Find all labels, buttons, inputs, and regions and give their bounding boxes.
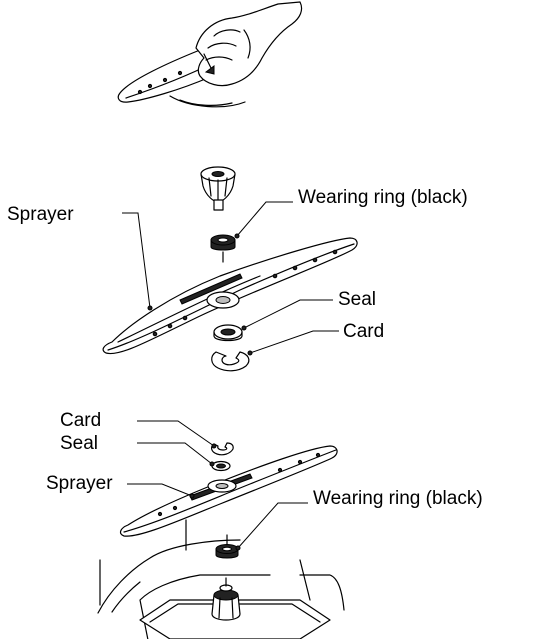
installed-seal	[212, 462, 230, 471]
sprayer-nut	[201, 167, 235, 210]
seal	[214, 325, 242, 341]
label-wearing-ring: Wearing ring (black)	[298, 188, 468, 207]
figure-installed-assembly	[98, 421, 344, 639]
label-seal: Seal	[338, 290, 376, 309]
label-sprayer: Sprayer	[7, 205, 74, 224]
label-card: Card	[343, 322, 384, 341]
leader-sprayer	[122, 213, 150, 308]
card-clip	[212, 352, 249, 371]
base-nut	[212, 578, 240, 620]
label-seal-2: Seal	[60, 434, 98, 453]
installed-sprayer-arm	[121, 446, 338, 536]
label-wearing-ring-2: Wearing ring (black)	[313, 489, 483, 508]
label-card-2: Card	[60, 411, 101, 430]
leader-wearing-ring-2	[238, 503, 308, 548]
leader-card	[250, 331, 339, 353]
leader-seal-2	[137, 443, 212, 464]
leader-seal	[244, 300, 333, 328]
figure-hand-removal	[118, 2, 301, 107]
lower-wearing-ring	[216, 535, 238, 558]
leader-sprayer-2	[127, 484, 192, 496]
label-sprayer-2: Sprayer	[46, 474, 113, 493]
leader-wearing-ring	[237, 202, 293, 236]
wearing-ring-black	[211, 235, 235, 250]
leader-card-2	[137, 421, 214, 446]
